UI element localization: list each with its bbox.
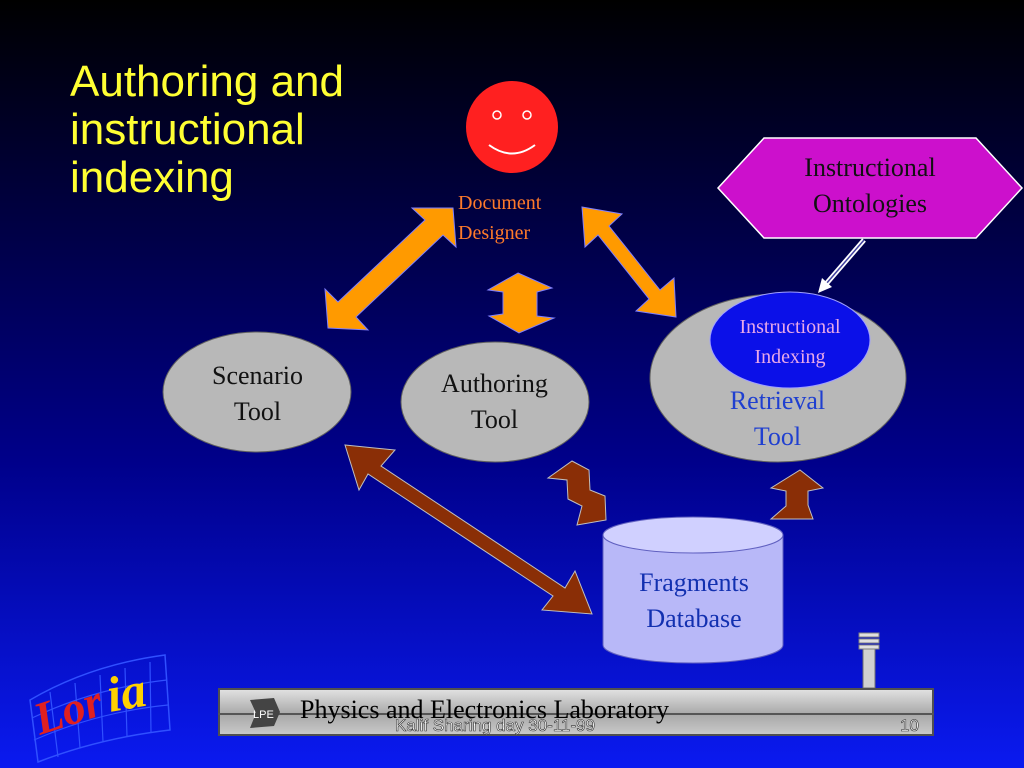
retrieval-tool-label: Retrieval Tool bbox=[729, 386, 826, 451]
designer-authoring-arrow bbox=[486, 272, 556, 334]
fragments-database-node bbox=[602, 516, 784, 664]
retrieval-database-arrow bbox=[769, 469, 825, 520]
scenario-tool-node bbox=[162, 331, 352, 453]
svg-text:LPE: LPE bbox=[253, 709, 274, 721]
designer-label: Document Designer bbox=[458, 192, 542, 244]
designer-face-icon bbox=[466, 81, 558, 173]
ontologies-pointer-arrow bbox=[818, 238, 866, 293]
page-number: 10 bbox=[900, 716, 920, 736]
footer-date: Kalif Sharing day 30-11-99 bbox=[395, 716, 596, 736]
fragments-database-label: Fragments Database bbox=[639, 568, 749, 633]
instructional-indexing-node bbox=[709, 291, 871, 389]
lab-logo-icon: LPE bbox=[250, 698, 280, 728]
footer-divider bbox=[218, 713, 934, 715]
svg-text:ia: ia bbox=[102, 661, 150, 723]
authoring-database-arrow bbox=[546, 460, 607, 526]
authoring-tool-label: Authoring Tool bbox=[441, 369, 548, 434]
instructional-ontologies-label: Instructional Ontologies bbox=[804, 153, 936, 218]
designer-scenario-arrow bbox=[324, 207, 457, 331]
lab-name: Physics and Electronics Laboratory bbox=[300, 695, 669, 724]
scenario-database-arrow bbox=[344, 444, 593, 615]
svg-text:Lor: Lor bbox=[26, 674, 109, 744]
scenario-tool-label: Scenario Tool bbox=[212, 361, 303, 426]
footer-bar bbox=[218, 688, 934, 736]
loria-logo: Lor ia bbox=[26, 654, 171, 764]
antenna-icon bbox=[858, 632, 880, 689]
slide-title: Authoring and instructional indexing bbox=[70, 57, 344, 202]
instructional-indexing-label: Instructional Indexing bbox=[739, 316, 841, 368]
designer-retrieval-arrow bbox=[581, 206, 677, 318]
instructional-ontologies-node bbox=[716, 137, 1024, 239]
authoring-tool-node bbox=[400, 341, 590, 463]
